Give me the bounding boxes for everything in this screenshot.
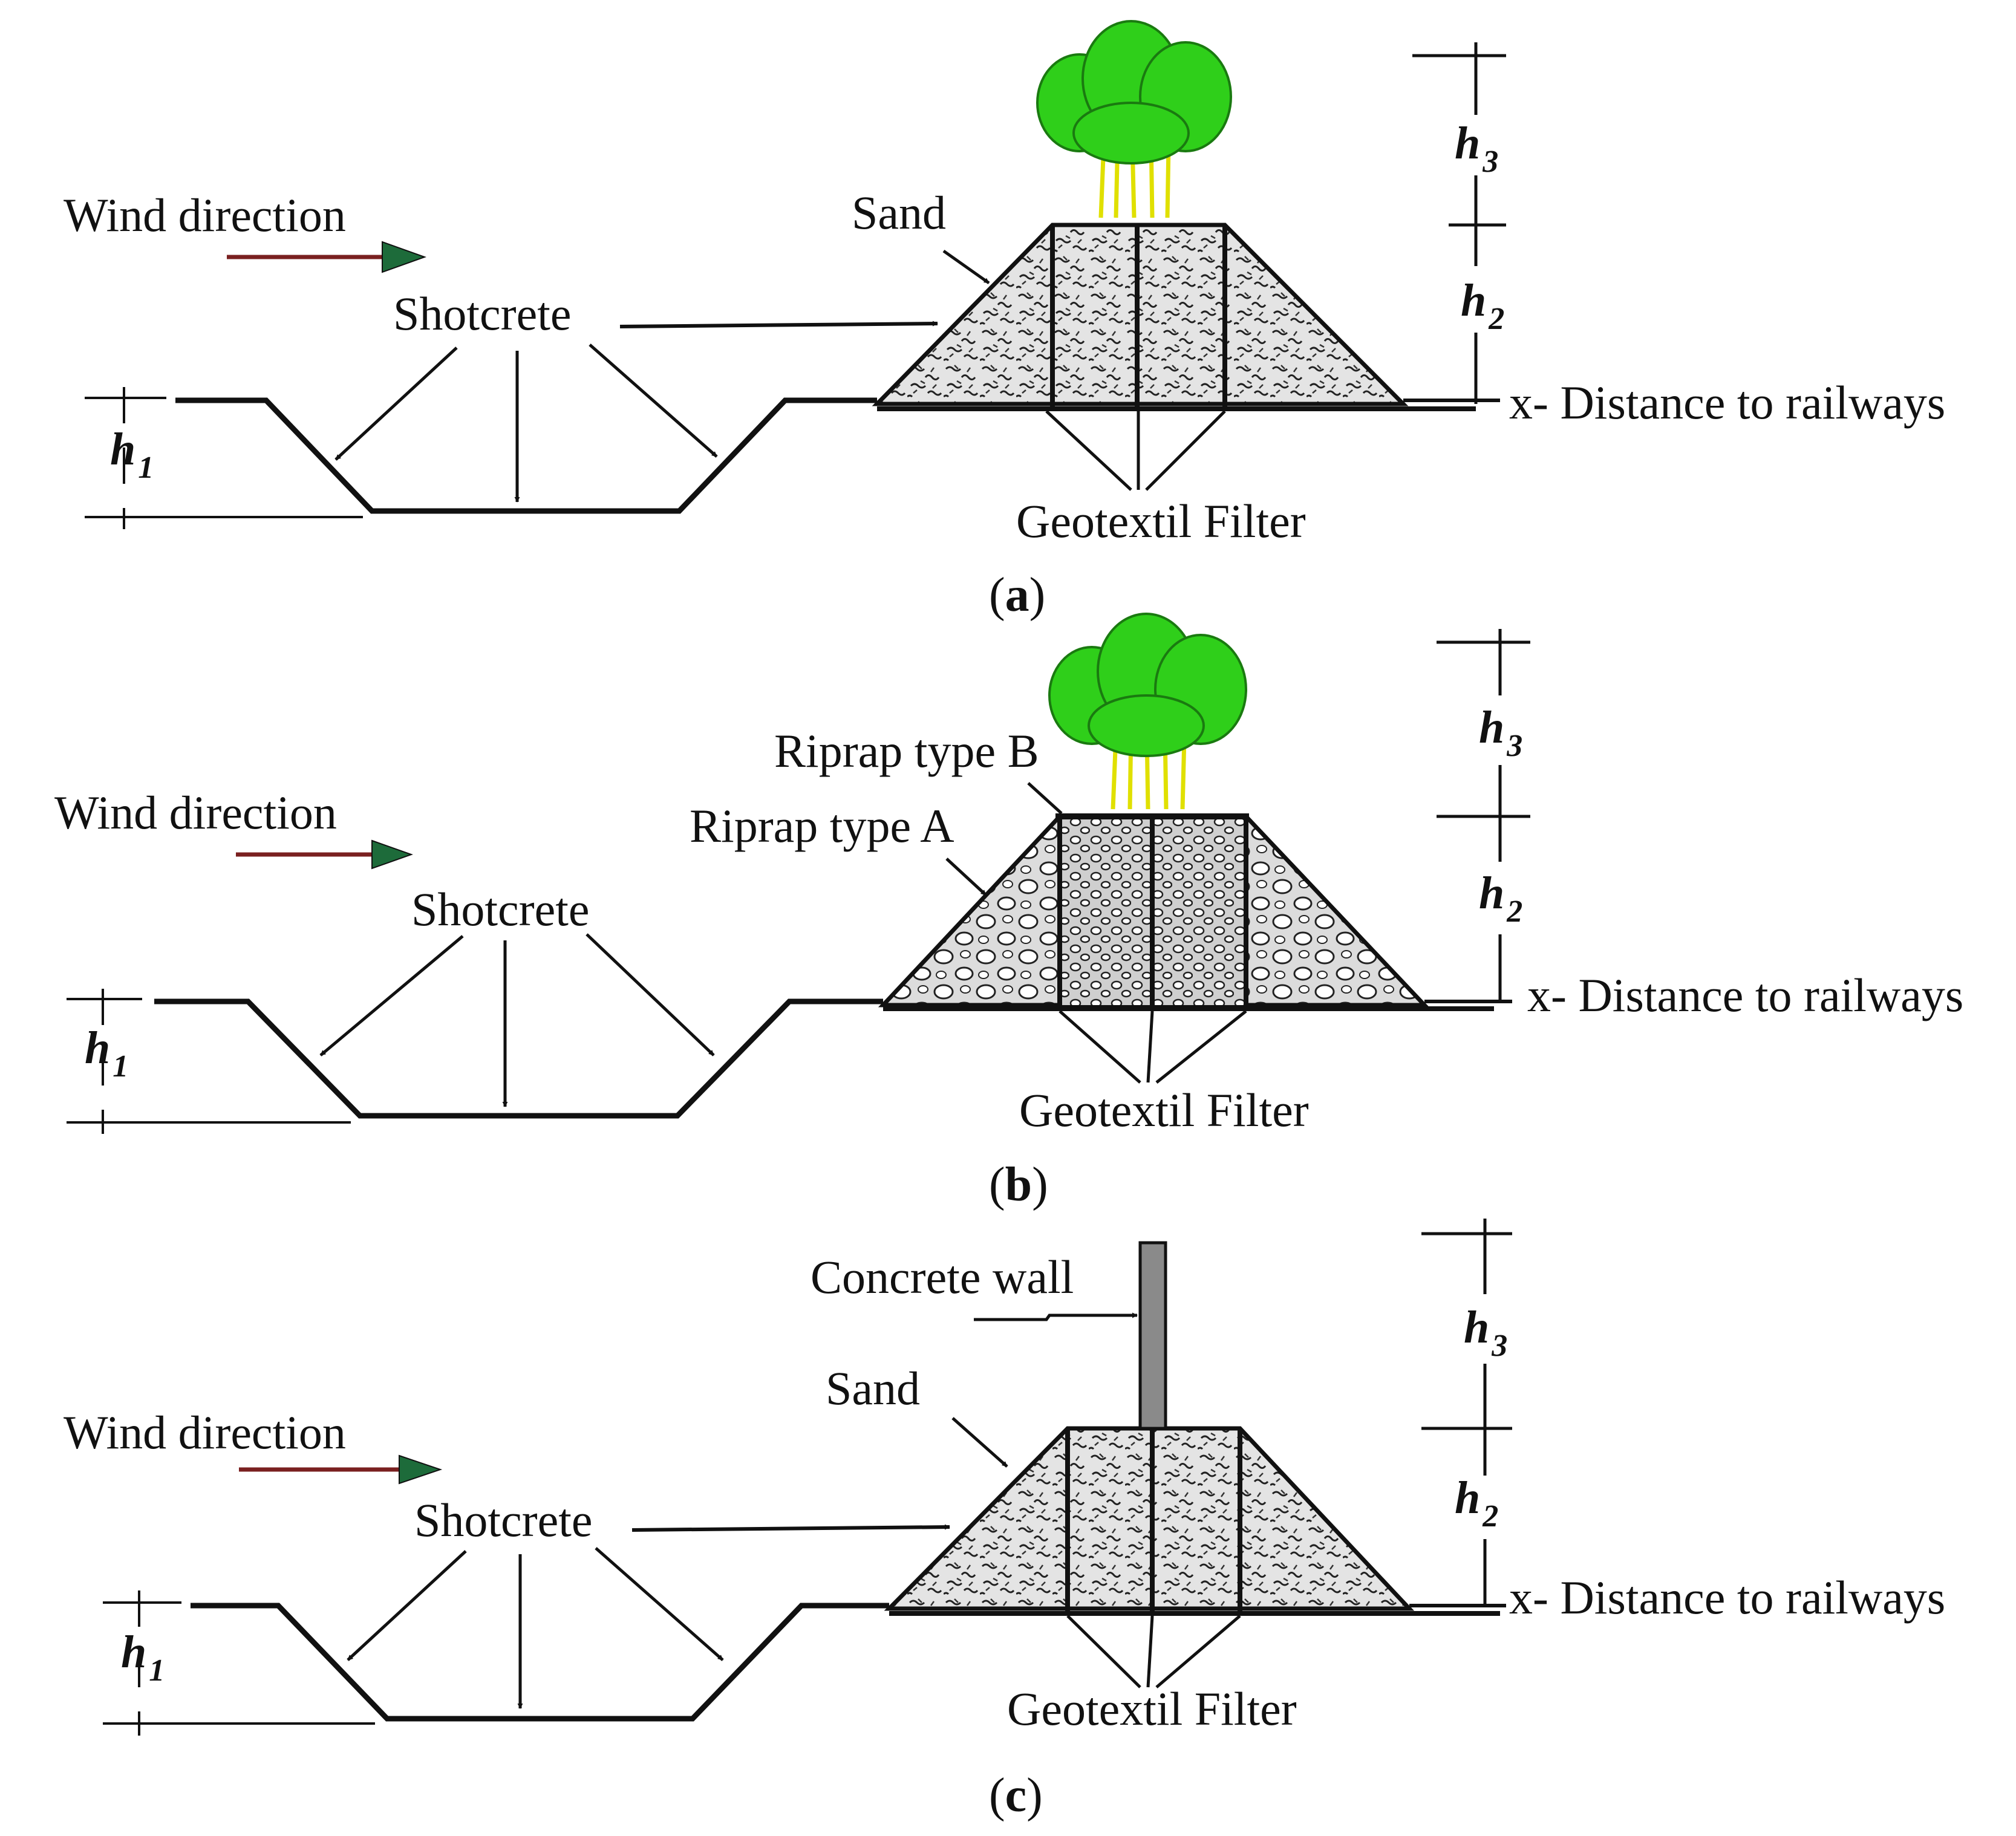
distance-label: x- Distance to railways <box>1509 376 1945 429</box>
concrete-wall-pointer-arrow <box>974 1312 1138 1321</box>
geotextile-filter-label: Geotextil Filter <box>1016 495 1306 547</box>
shotcrete-arrow-embankment <box>631 1524 950 1532</box>
shotcrete-arrow-embankment <box>619 321 938 328</box>
filter-leader-left <box>1059 1010 1141 1084</box>
channel-profile <box>175 397 877 514</box>
sand-embankment <box>872 223 1409 406</box>
wind-direction-label: Wind direction <box>64 189 346 241</box>
sand-pointer-arrow <box>951 1417 1008 1468</box>
geotextile-filter-label: Geotextil Filter <box>1007 1682 1297 1735</box>
h3-label: h3 <box>1455 118 1498 179</box>
wind-direction-label: Wind direction <box>64 1406 346 1459</box>
channel-profile <box>154 998 883 1119</box>
sand-pointer-arrow <box>942 249 990 285</box>
caption-c: (c) <box>989 1769 1043 1822</box>
distance-label: x- Distance to railways <box>1527 969 1963 1021</box>
sand-label: Sand <box>826 1362 920 1414</box>
geotextile-filter-label: Geotextil Filter <box>1019 1084 1309 1136</box>
h3-label: h3 <box>1479 702 1522 763</box>
filter-leader-left <box>1066 1615 1141 1688</box>
h2-label: h2 <box>1461 275 1504 336</box>
panel-c: Wind direction h1 Concrete wall Sand Sho… <box>64 1219 1945 1822</box>
h2-label: h2 <box>1455 1473 1498 1534</box>
wind-arrow-head-icon <box>399 1454 443 1485</box>
wind-direction-label: Wind direction <box>54 786 337 839</box>
channel-profile <box>191 1603 889 1722</box>
filter-leader-middle <box>1146 1615 1154 1688</box>
riprap-type-a-pointer-arrow <box>945 858 987 896</box>
filter-leader-left <box>1045 410 1132 491</box>
filter-leader-right <box>1155 1010 1247 1084</box>
h1-label: h1 <box>85 1023 128 1084</box>
filter-leader-middle <box>1146 1011 1154 1083</box>
shotcrete-arrow-left-slope <box>347 1550 467 1661</box>
shotcrete-label: Shotcrete <box>411 883 590 936</box>
shotcrete-arrow-right-slope <box>586 933 715 1056</box>
riprap-type-a-label: Riprap type A <box>690 799 954 852</box>
vegetation-icon <box>1036 20 1232 218</box>
shotcrete-label: Shotcrete <box>414 1494 593 1546</box>
caption-b: (b) <box>989 1158 1048 1211</box>
h1-label: h1 <box>110 424 154 485</box>
panel-b: Wind direction h1 Riprap type B Ripr <box>54 613 1963 1211</box>
shotcrete-arrow-right-slope <box>589 343 718 458</box>
riprap-type-b-pointer <box>1027 782 1063 815</box>
distance-label: x- Distance to railways <box>1509 1571 1945 1624</box>
h3-label: h3 <box>1464 1302 1507 1363</box>
riprap-type-b-label: Riprap type B <box>774 724 1039 777</box>
shotcrete-label: Shotcrete <box>393 287 572 340</box>
shotcrete-arrow-left-slope <box>319 935 464 1056</box>
h2-label: h2 <box>1479 868 1522 929</box>
vegetation-icon <box>1048 613 1247 810</box>
shotcrete-arrow-left-slope <box>334 347 458 461</box>
filter-leader-right <box>1145 410 1226 491</box>
concrete-wall-label: Concrete wall <box>811 1251 1074 1303</box>
wind-arrow-head-icon <box>371 839 413 870</box>
shotcrete-arrow-right-slope <box>595 1547 724 1661</box>
panel-a: Wind direction h1 Sand Sho <box>64 20 1945 622</box>
filter-leader-right <box>1155 1615 1241 1688</box>
sand-embankment <box>884 1426 1415 1611</box>
wind-arrow-head-icon <box>382 241 426 273</box>
sand-label: Sand <box>852 186 946 239</box>
caption-a: (a) <box>989 568 1045 622</box>
concrete-wall <box>1138 1241 1167 1430</box>
h1-label: h1 <box>121 1627 165 1688</box>
